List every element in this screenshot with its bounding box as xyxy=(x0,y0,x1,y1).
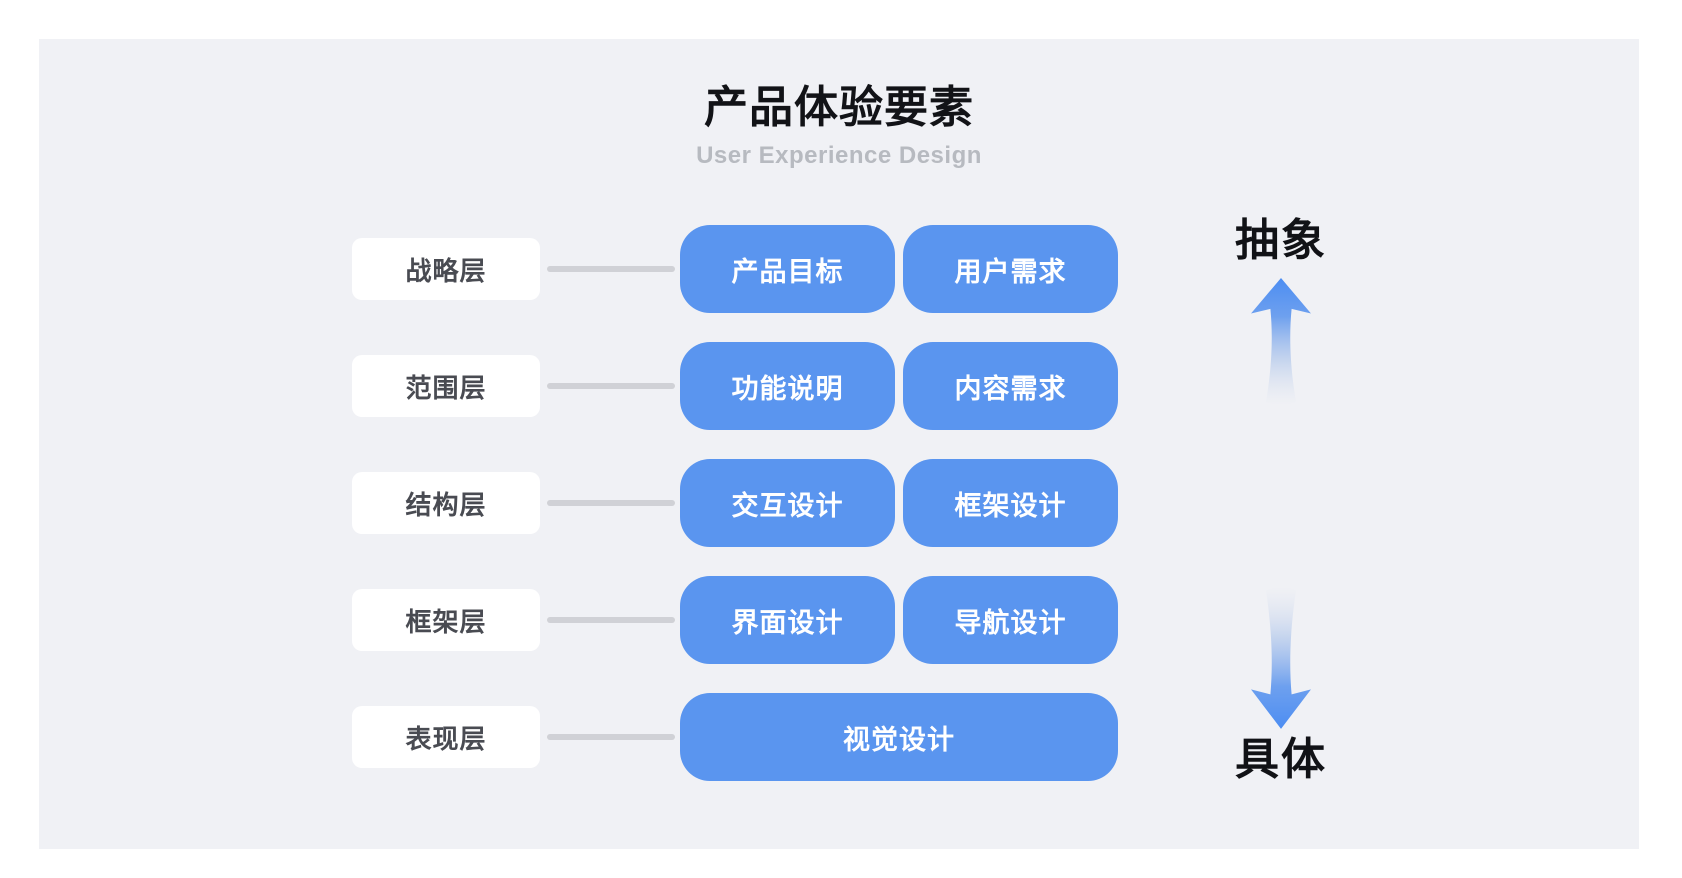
layer-label-surface: 表现层 xyxy=(352,706,540,768)
layer-label-scope: 范围层 xyxy=(352,355,540,417)
element-boxes: 产品目标 用户需求 xyxy=(680,225,1118,313)
arrow-up-icon xyxy=(1251,278,1311,406)
layer-label-strategy: 战略层 xyxy=(352,238,540,300)
element-box-content-requirements: 内容需求 xyxy=(903,342,1118,430)
element-boxes: 视觉设计 xyxy=(680,693,1118,781)
diagram-header: 产品体验要素 User Experience Design xyxy=(39,83,1639,170)
connector-line xyxy=(547,617,675,623)
diagram-panel: 产品体验要素 User Experience Design 战略层 产品目标 用… xyxy=(39,39,1639,849)
element-box-interface-design: 界面设计 xyxy=(680,576,895,664)
concrete-label: 具体 xyxy=(1235,735,1327,785)
element-boxes: 功能说明 内容需求 xyxy=(680,342,1118,430)
element-box-functional-specs: 功能说明 xyxy=(680,342,895,430)
layers-diagram: 战略层 产品目标 用户需求 范围层 功能说明 内容需求 结构层 交互设计 框架设… xyxy=(352,225,1118,810)
layer-row-surface: 表现层 视觉设计 xyxy=(352,693,1118,781)
layer-label-structure: 结构层 xyxy=(352,472,540,534)
element-box-product-goals: 产品目标 xyxy=(680,225,895,313)
element-box-visual-design: 视觉设计 xyxy=(680,693,1118,781)
layer-row-scope: 范围层 功能说明 内容需求 xyxy=(352,342,1118,430)
connector-line xyxy=(547,266,675,272)
element-box-navigation-design: 导航设计 xyxy=(903,576,1118,664)
connector-line xyxy=(547,383,675,389)
element-boxes: 界面设计 导航设计 xyxy=(680,576,1118,664)
abstract-label: 抽象 xyxy=(1235,216,1327,265)
connector-line xyxy=(547,500,675,506)
abstraction-axis: 抽象 具体 xyxy=(1191,216,1371,785)
element-box-interaction-design: 交互设计 xyxy=(680,459,895,547)
element-box-user-needs: 用户需求 xyxy=(903,225,1118,313)
layer-row-structure: 结构层 交互设计 框架设计 xyxy=(352,459,1118,547)
layer-label-skeleton: 框架层 xyxy=(352,589,540,651)
layer-row-strategy: 战略层 产品目标 用户需求 xyxy=(352,225,1118,313)
arrow-down-icon xyxy=(1251,587,1311,730)
page-title: 产品体验要素 xyxy=(704,83,974,132)
page-subtitle: User Experience Design xyxy=(696,141,982,169)
element-boxes: 交互设计 框架设计 xyxy=(680,459,1118,547)
element-box-information-architecture: 框架设计 xyxy=(903,459,1118,547)
connector-line xyxy=(547,734,675,740)
layer-row-skeleton: 框架层 界面设计 导航设计 xyxy=(352,576,1118,664)
